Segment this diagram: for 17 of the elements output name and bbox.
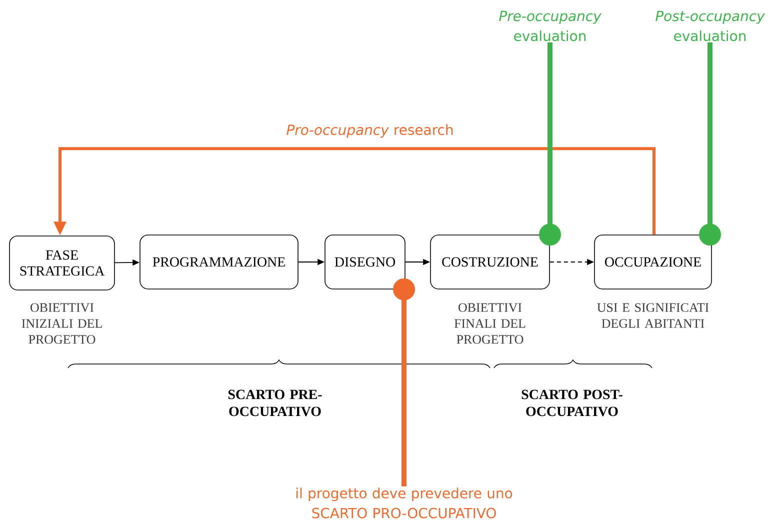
annotation-text: il progetto deve prevedere uno SCARTO PRO-OCCUPATIVO [296,488,512,518]
process-box: FASE STRATEGICA [9,236,115,290]
edge-label: Pro-occupancy research [285,123,455,139]
annotation-text: Pre-occupancy evaluation [499,10,602,42]
caption-text: OBIETTIVI FINALI DEL PROGETTO [454,303,526,344]
caption-text: USI E SIGNIFICATI DEGLI ABITANTI [597,303,709,328]
process-box: PROGRAMMAZIONE [140,234,298,290]
process-box: OCCUPAZIONE [594,234,712,290]
annotation-text: Post-occupancy evaluation [656,10,765,42]
arrow [539,42,561,246]
arrow [699,42,721,246]
scarto-label: SCARTO POST-OCCUPATIVO [522,390,622,416]
caption-text: OBIETTIVI INIZIALI DEL PROGETTO [22,303,102,344]
process-box: DISEGNO [324,234,406,290]
scarto-label: SCARTO PRE-OCCUPATIVO [228,390,322,416]
arrow [393,278,415,486]
process-box: COSTRUZIONE [430,234,550,290]
